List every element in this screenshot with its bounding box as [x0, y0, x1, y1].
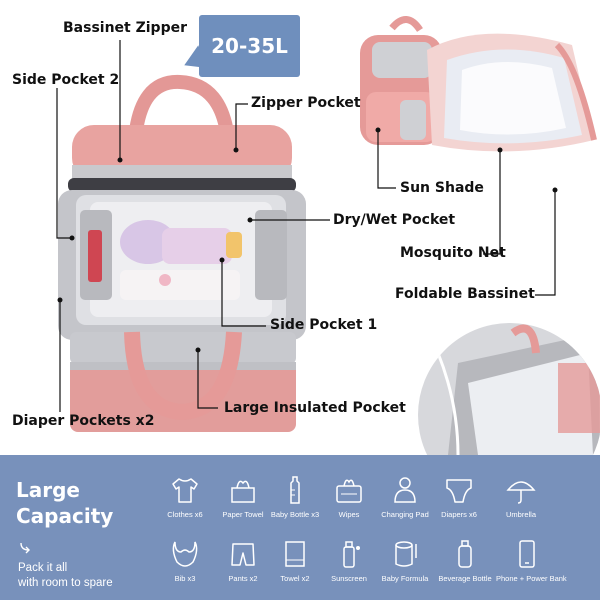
callout-large-insulated-pocket: Large Insulated Pocket [224, 400, 406, 416]
callout-side-pocket-2: Side Pocket 2 [12, 72, 120, 88]
item-baby-formula: Baby Formula [374, 538, 436, 583]
item-beverage-bottle: Beverage Bottle [434, 538, 496, 583]
banner-subtitle-line-1: Pack it all [18, 562, 68, 574]
curved-arrow-icon [20, 542, 30, 554]
capacity-banner [0, 455, 600, 600]
item-diapers: Diapers x6 [428, 474, 490, 519]
item-label: Umbrella [505, 510, 536, 519]
callout-dry-wet-pocket: Dry/Wet Pocket [333, 212, 456, 228]
item-label: Paper Towel [222, 510, 264, 519]
pants-icon [231, 543, 255, 566]
banner-subtitle: Pack it all with room to spare [18, 561, 113, 591]
tissue-box-icon [231, 480, 255, 503]
formula-can-icon [395, 541, 417, 567]
diaper-bag-open-image [58, 74, 306, 432]
item-bib: Bib x3 [154, 538, 216, 583]
item-label: Beverage Bottle [438, 574, 492, 583]
item-label: Sunscreen [331, 574, 367, 583]
callout-foldable-bassinet: Foldable Bassinet [395, 286, 535, 302]
beverage-bottle-icon [458, 540, 472, 568]
item-changing-pad: Changing Pad [374, 474, 436, 519]
item-label: Baby Bottle x3 [270, 510, 320, 519]
item-label: Baby Formula [381, 574, 429, 583]
item-label: Diapers x6 [441, 510, 477, 519]
item-clothes: Clothes x6 [154, 474, 216, 519]
shirt-icon [172, 478, 198, 503]
banner-title: Large Capacity [16, 477, 113, 529]
item-label: Changing Pad [381, 510, 429, 519]
item-label: Phone + Power Bank [496, 574, 567, 583]
callout-lines [56, 40, 558, 412]
sunscreen-icon [343, 541, 360, 568]
capacity-badge: 20-35L [199, 15, 300, 77]
item-label: Clothes x6 [167, 510, 203, 519]
callout-zipper-pocket: Zipper Pocket [251, 95, 361, 111]
item-label: Wipes [338, 510, 360, 519]
callout-bassinet-zipper: Bassinet Zipper [63, 20, 188, 36]
product-illustration: 20-35L Bassinet Zipper Side Pocket 2 Zip… [12, 15, 600, 455]
item-label: Pants x2 [228, 574, 258, 583]
diaper-icon [446, 479, 472, 503]
item-label: Bib x3 [174, 574, 196, 583]
umbrella-icon [506, 481, 536, 504]
bassinet-bag-image [360, 16, 597, 152]
bassinet-detail-image [418, 323, 600, 455]
item-phone-power-bank: Phone + Power Bank [496, 538, 567, 583]
item-pants: Pants x2 [212, 538, 274, 583]
phone-icon [519, 540, 535, 568]
item-towel: Towel x2 [264, 538, 326, 583]
callout-diaper-pockets: Diaper Pockets x2 [12, 413, 155, 429]
item-umbrella: Umbrella [490, 474, 552, 519]
item-label: Towel x2 [280, 574, 310, 583]
banner-subtitle-line-2: with room to spare [18, 577, 113, 589]
changing-pad-icon [394, 477, 416, 503]
callout-sun-shade: Sun Shade [400, 180, 484, 196]
banner-title-line-1: Large [16, 478, 80, 502]
wipes-icon [336, 479, 362, 503]
banner-title-line-2: Capacity [16, 504, 114, 528]
towel-icon [285, 541, 305, 567]
baby-bottle-icon [290, 476, 300, 504]
item-baby-bottle: Baby Bottle x3 [264, 474, 326, 519]
callout-side-pocket-1: Side Pocket 1 [270, 317, 378, 333]
item-paper-towel: Paper Towel [212, 474, 274, 519]
item-sunscreen: Sunscreen [318, 538, 380, 583]
callout-mosquito-net: Mosquito Net [400, 245, 506, 261]
item-wipes: Wipes [318, 474, 380, 519]
bib-icon [172, 541, 198, 567]
capacity-badge-text: 20-35L [211, 34, 288, 58]
